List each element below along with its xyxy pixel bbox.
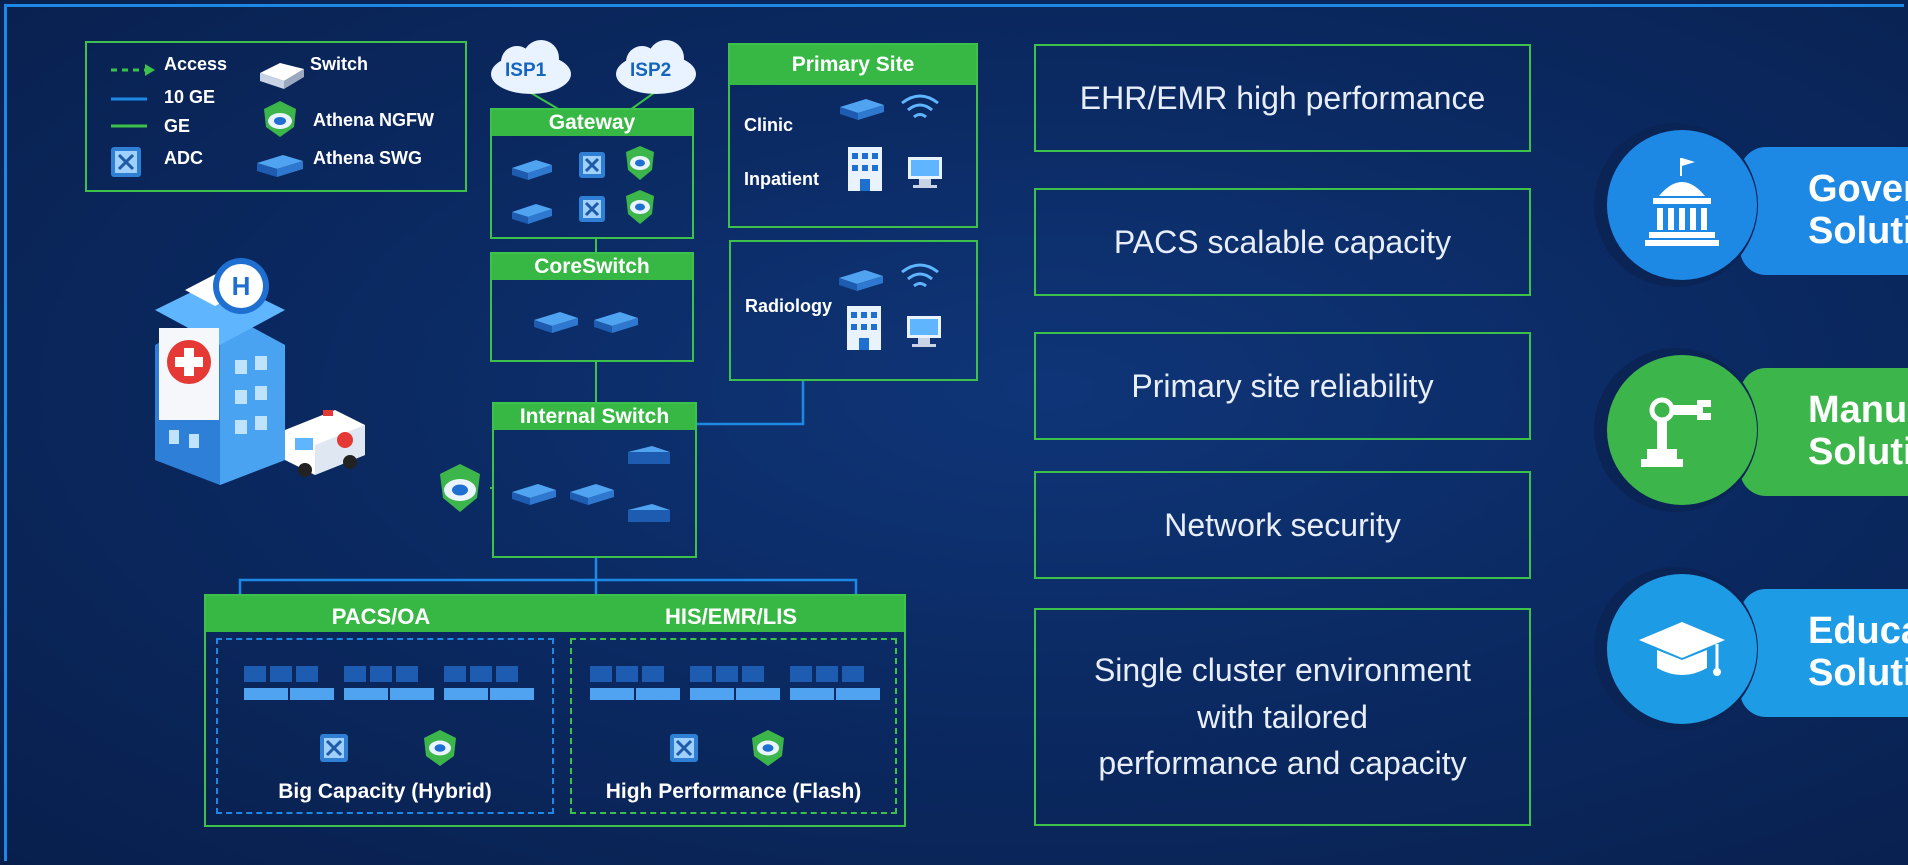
government-solution-label[interactable]: Gover Solutio: [1808, 168, 1908, 252]
gateway-title: Gateway: [492, 110, 692, 136]
ngfw-icon: [626, 146, 654, 180]
swg-device-icon: [839, 270, 883, 291]
legend-ngfw-label: Athena NGFW: [313, 110, 434, 130]
swg-device-icon: [512, 484, 556, 505]
manufacturing-solution-label[interactable]: Manu Solutio: [1808, 389, 1908, 473]
adc-icon: [579, 196, 605, 222]
swg-device-icon: [512, 160, 552, 180]
storage-box: PACS/OA HIS/EMR/LIS Big Capacity (Hybrid…: [204, 594, 906, 827]
primary-site-box: Primary Site Clinic Inpatient: [728, 43, 978, 228]
gateway-box: Gateway: [490, 108, 694, 239]
adc-icon: [111, 147, 141, 177]
switch-device-icon: [628, 504, 670, 522]
feature-ehr: EHR/EMR high performance: [1034, 44, 1531, 152]
robot-arm-icon: [1607, 355, 1757, 505]
ambulance-icon: [285, 410, 365, 477]
primary-site-devices: [840, 94, 942, 191]
isp2-cloud: ISP2: [612, 40, 700, 101]
isp1-cloud: ISP1: [487, 40, 575, 101]
isp1-label: ISP1: [505, 60, 547, 81]
ngfw-icon: [440, 464, 480, 512]
internal-switch-title: Internal Switch: [494, 404, 695, 430]
adc-icon: [579, 152, 605, 178]
feature-pacs: PACS scalable capacity: [1034, 188, 1531, 296]
clinic-label: Clinic: [744, 115, 794, 135]
gateway-devices: [512, 146, 654, 224]
ngfw-icon: [626, 190, 654, 224]
his-storage-devices: [590, 666, 880, 766]
swg-device-icon: [570, 484, 614, 505]
internal-switch-box: Internal Switch: [492, 402, 697, 558]
hospital-icon: H: [155, 258, 365, 485]
coreswitch-title: CoreSwitch: [492, 254, 692, 280]
inpatient-label: Inpatient: [744, 169, 819, 189]
coreswitch-box: CoreSwitch: [490, 252, 694, 362]
government-solution-card[interactable]: [1740, 147, 1908, 275]
pacs-title: PACS/OA: [331, 604, 431, 629]
monitor-icon: [907, 316, 941, 347]
switch-device-icon: [628, 446, 670, 464]
legend-swg-label: Athena SWG: [313, 148, 423, 168]
feature-primary-site: Primary site reliability: [1034, 332, 1531, 440]
his-title: HIS/EMR/LIS: [664, 604, 797, 629]
graduation-cap-icon: [1607, 574, 1757, 724]
radiology-box: Radiology: [729, 240, 978, 381]
ngfw-icon: [752, 730, 784, 766]
adc-icon: [670, 734, 698, 762]
storage-header: [206, 596, 904, 632]
his-caption: High Performance (Flash): [605, 780, 862, 803]
adc-icon: [320, 734, 348, 762]
swg-device-icon: [512, 204, 552, 224]
pacs-storage-devices: [244, 666, 534, 766]
legend-switch-label: Switch: [310, 54, 369, 74]
monitor-icon: [908, 157, 942, 188]
internal-switch-devices: [512, 446, 670, 522]
ngfw-icon: [424, 730, 456, 766]
switch-icon: [260, 63, 304, 89]
education-solution-label[interactable]: Educa Solutio: [1808, 610, 1908, 694]
legend-symbols: [111, 63, 304, 177]
swg-device-icon: [534, 312, 578, 333]
access-arrow-symbol: [145, 64, 155, 76]
feature-single-cluster: Single cluster environment with tailored…: [1034, 608, 1531, 826]
slide-frame: [4, 4, 1904, 861]
isp2-label: ISP2: [630, 60, 672, 81]
education-solution-card[interactable]: [1740, 589, 1908, 717]
legend-box: Access 10 GE GE ADC Switch Athena NGFW A…: [85, 41, 467, 192]
hospital-building-icon: [848, 147, 882, 191]
swg-device-icon: [840, 99, 884, 120]
wifi-icon: [901, 94, 939, 119]
athena-ngfw-icon: [264, 101, 296, 137]
svg-text:H: H: [232, 271, 251, 301]
feature-network-security: Network security: [1034, 471, 1531, 579]
legend-adc-label: ADC: [164, 148, 203, 168]
radiology-label: Radiology: [745, 296, 833, 316]
legend-access-label: Access: [164, 54, 228, 74]
swg-device-icon: [594, 312, 638, 333]
legend-10ge-label: 10 GE: [164, 87, 216, 107]
athena-swg-icon: [257, 155, 303, 177]
coreswitch-devices: [534, 312, 638, 333]
radiology-devices: [839, 263, 941, 350]
his-zone: High Performance (Flash): [570, 638, 897, 814]
pacs-zone: Big Capacity (Hybrid): [216, 638, 554, 814]
hospital-building-icon: [847, 306, 881, 350]
wifi-icon: [901, 263, 939, 288]
primary-site-title: Primary Site: [730, 45, 976, 85]
manufacturing-solution-card[interactable]: [1740, 368, 1908, 496]
pacs-caption: Big Capacity (Hybrid): [278, 780, 492, 803]
legend-ge-label: GE: [164, 116, 191, 136]
capitol-icon: [1607, 130, 1757, 280]
